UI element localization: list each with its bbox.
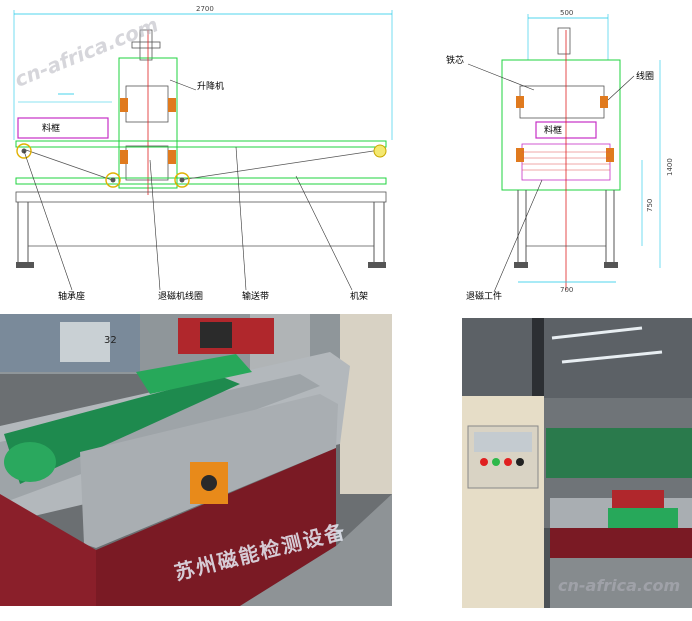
front-inner-height-dimension: 750 — [646, 198, 654, 212]
label-frame: 机架 — [350, 292, 369, 302]
label-coil: 线圈 — [636, 72, 655, 82]
label-workpiece: 退磁工件 — [466, 292, 503, 302]
label-bearing-seat: 轴承座 — [58, 292, 86, 302]
label-material-frame-front: 料框 — [544, 126, 563, 136]
front-width-top-dimension: 500 — [560, 9, 574, 17]
side-view-drawing: 2700 升降机 料框 轴承座 退磁机线圈 输送带 机架 cn-africa.c… — [0, 0, 400, 312]
sign-number: 32 — [104, 335, 117, 346]
side-length-dimension: 2700 — [196, 5, 214, 13]
label-conveyor-belt: 输送带 — [242, 292, 270, 302]
side-view-svg — [13, 10, 393, 291]
label-demag-coil: 退磁机线圈 — [158, 292, 204, 302]
front-view-svg — [467, 14, 661, 293]
console-photo: cn-africa.com — [462, 318, 692, 608]
site-watermark-2: cn-africa.com — [558, 576, 681, 595]
label-lift: 升降机 — [197, 82, 225, 92]
machine-photo-svg — [0, 314, 392, 606]
front-height-dimension: 1400 — [666, 158, 674, 176]
machine-photo: 32 苏州磁能检测设备 — [0, 314, 392, 606]
label-material-frame: 料框 — [42, 124, 61, 134]
label-iron-core: 铁芯 — [446, 56, 465, 66]
front-view-drawing: 500 700 1400 750 铁芯 线圈 料框 退磁工件 — [430, 0, 692, 312]
front-width-bottom-dimension: 700 — [560, 286, 574, 294]
console-photo-svg — [462, 318, 692, 608]
